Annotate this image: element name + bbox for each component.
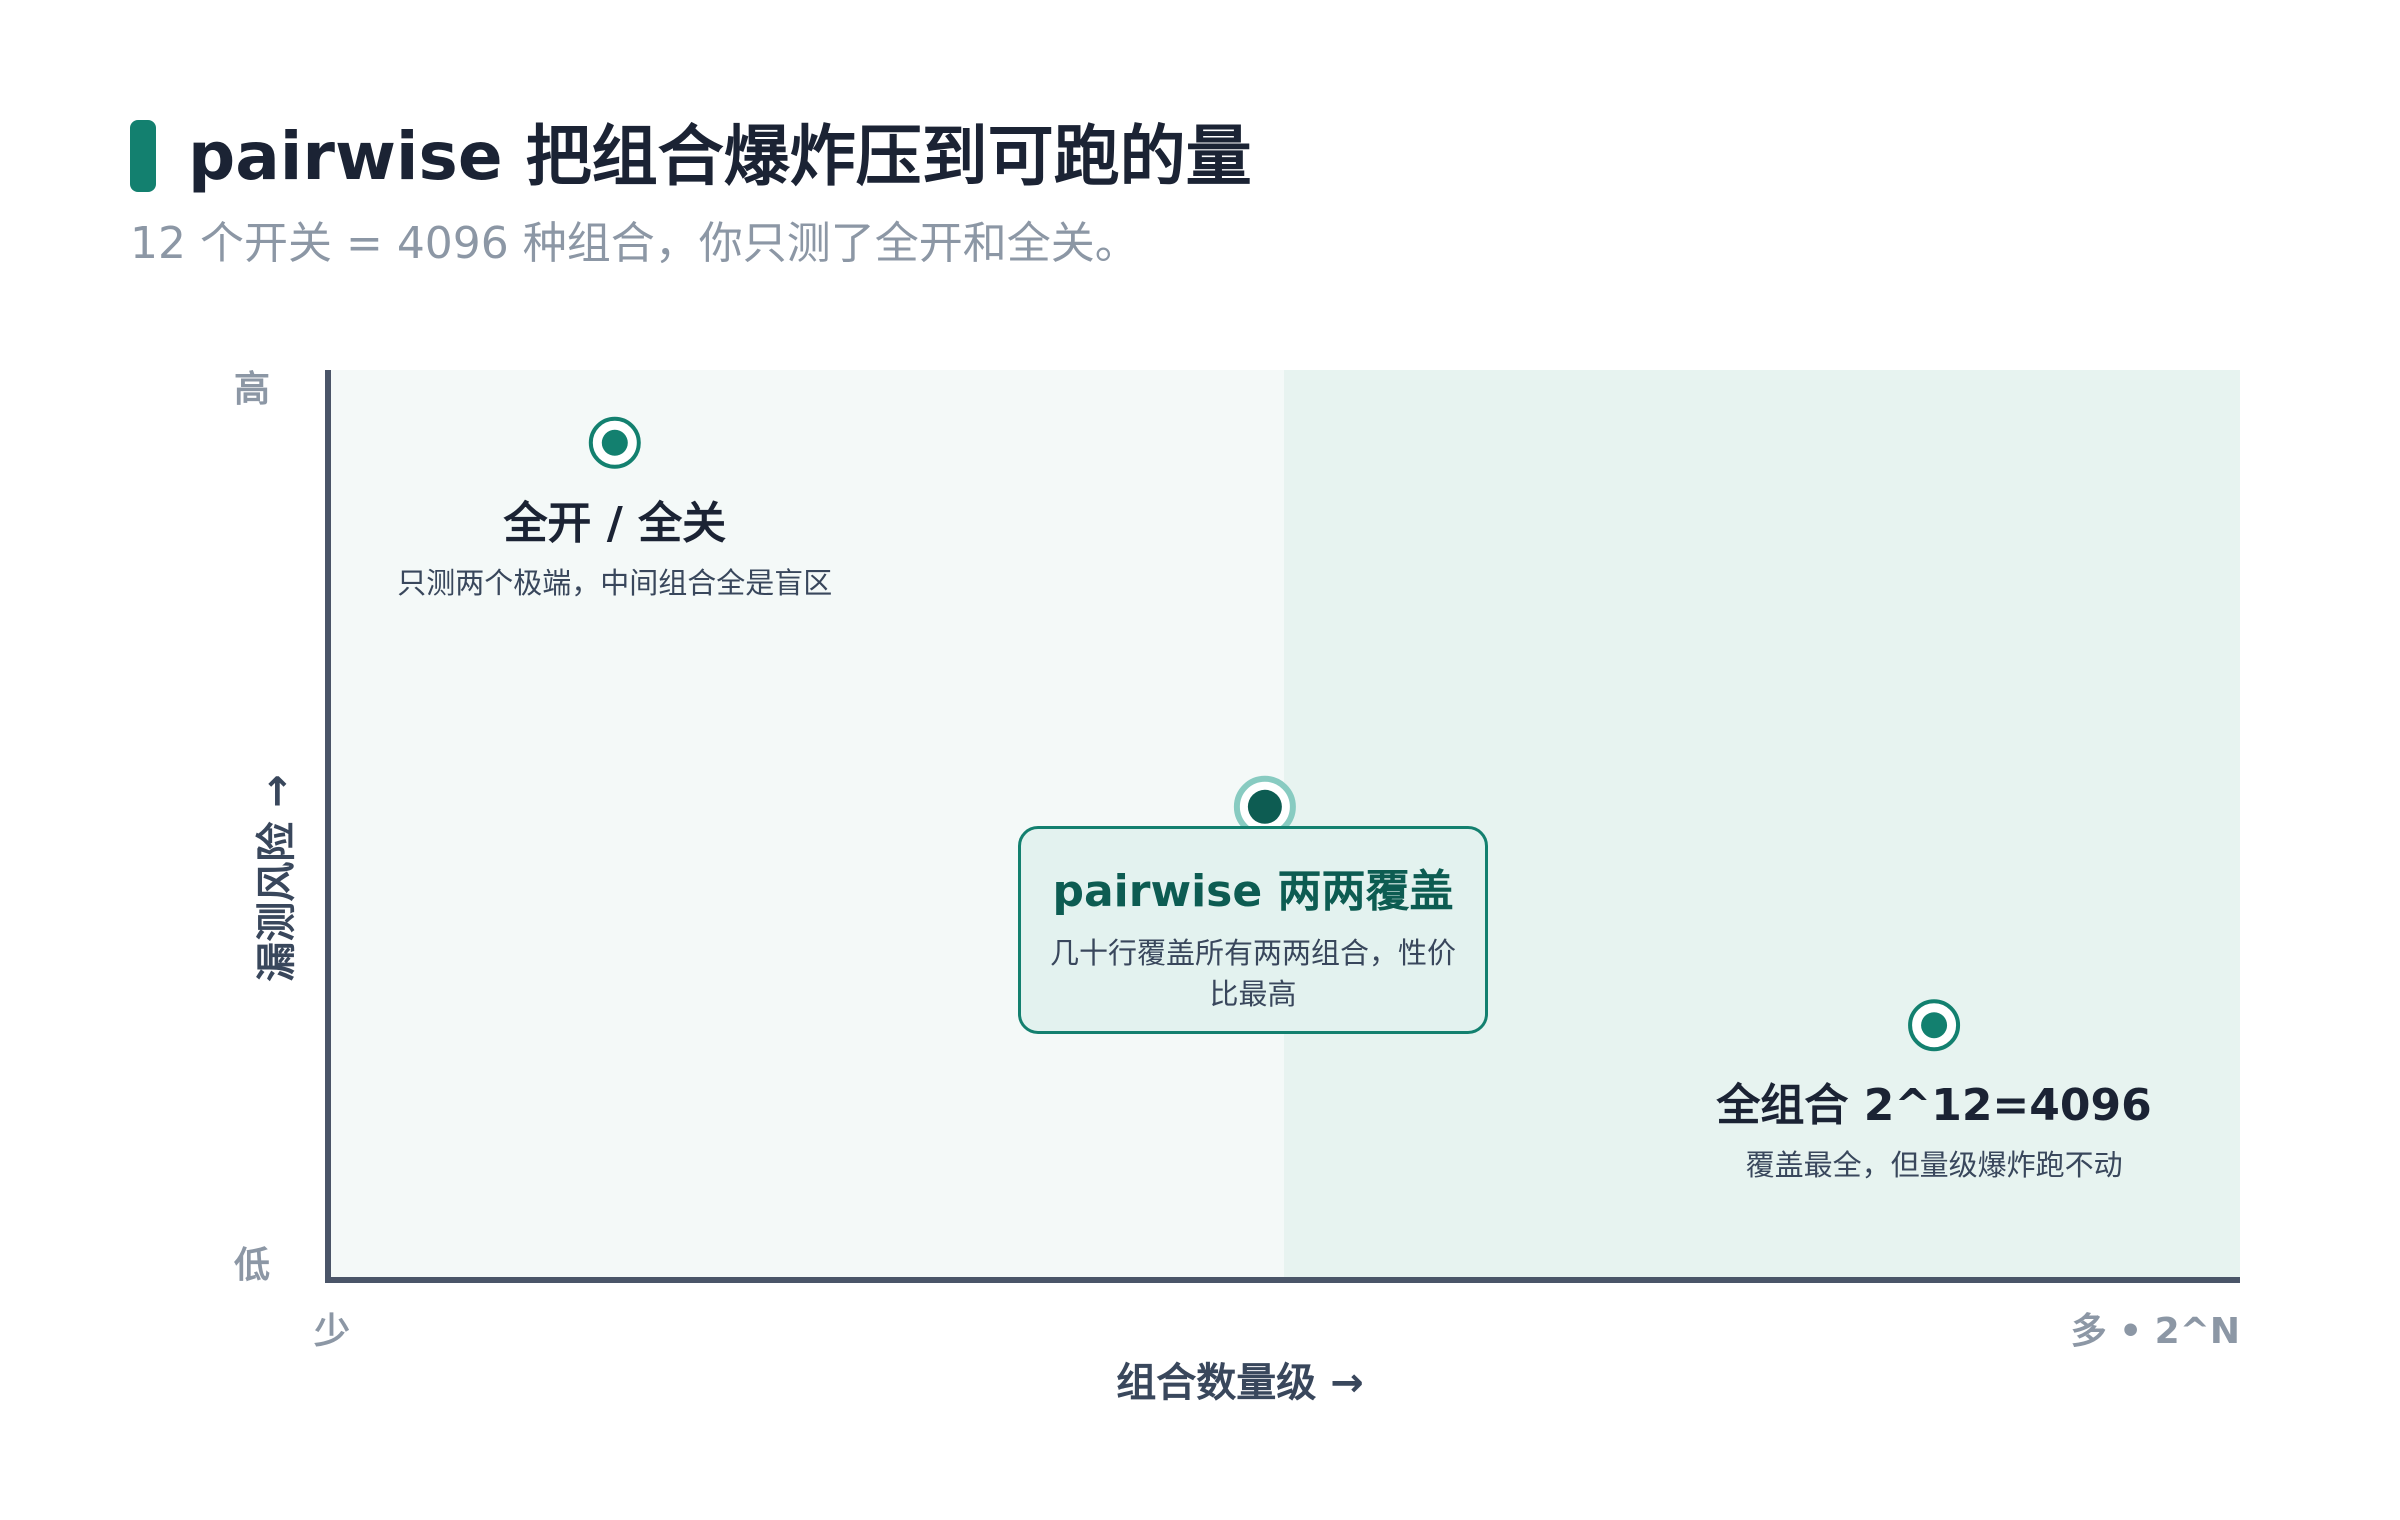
x-axis-title: 组合数量级 →	[1116, 1360, 1364, 1406]
y-axis-high-label: 高	[234, 369, 271, 410]
x-axis-low-label: 少	[314, 1311, 351, 1352]
point-markers	[588, 416, 1961, 1052]
y-axis-low-label: 低	[234, 1245, 271, 1286]
point-full-combination-desc: 覆盖最全，但量级爆炸跑不动	[1745, 1148, 2123, 1183]
zone-left-region	[328, 370, 1284, 1280]
point-marker-dot-2	[1921, 1012, 1948, 1039]
page-subtitle: 12 个开关 = 4096 种组合，你只测了全开和全关。	[130, 218, 1139, 269]
point-full-combination-title: 全组合 2^12=4096	[1716, 1080, 2152, 1132]
page-title: pairwise 把组合爆炸压到可跑的量	[188, 118, 1252, 195]
point-pairwise-title: pairwise 两两覆盖	[1052, 866, 1454, 917]
point-marker-dot-0	[601, 429, 628, 456]
point-full-on-off-title: 全开 / 全关	[503, 497, 727, 549]
zone-right-region	[1284, 370, 2240, 1280]
y-axis-title: 漏测风险 →	[254, 774, 300, 982]
title-accent-bar	[130, 120, 156, 192]
point-pairwise-desc: 几十行覆盖所有两两组合，性价比最高	[1049, 936, 1456, 1011]
x-axis-high-label: 多 • 2^N	[2070, 1311, 2240, 1352]
point-full-on-off-desc: 只测两个极端，中间组合全是盲区	[397, 565, 833, 600]
point-marker-dot-1	[1247, 789, 1282, 824]
pairwise-highlight-card: pairwise 两两覆盖 几十行覆盖所有两两组合，性价比最高	[1018, 826, 1488, 1034]
